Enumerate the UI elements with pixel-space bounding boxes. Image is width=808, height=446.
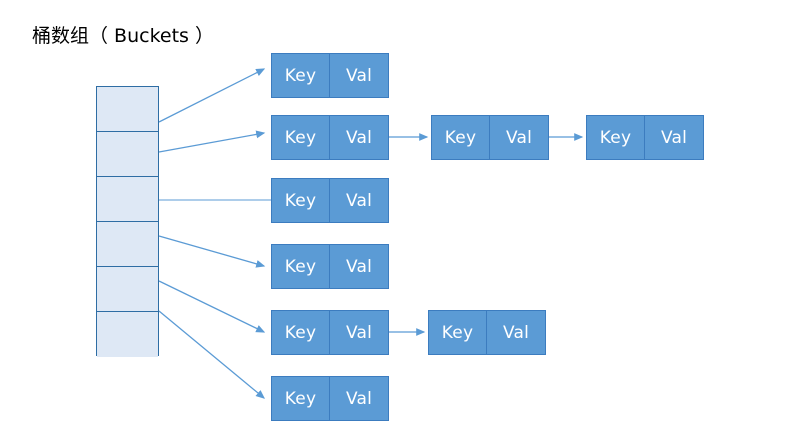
node-key-label: Key: [272, 245, 330, 288]
bucket-array: [96, 86, 159, 357]
node-key-label: Key: [587, 116, 645, 159]
page-title: 桶数组（ Buckets ）: [32, 25, 214, 47]
node-key-label: Key: [429, 311, 487, 354]
node-key-label: Key: [272, 179, 330, 222]
chain-1-node-1[interactable]: Key Val: [431, 115, 549, 160]
chain-1-node-0[interactable]: Key Val: [271, 115, 389, 160]
bucket-cell-5[interactable]: [97, 312, 158, 357]
node-key-label: Key: [272, 116, 330, 159]
connector-bucket5-to-chain5: [158, 310, 266, 399]
node-val-label: Val: [345, 322, 373, 343]
connector-bucket1-to-chain1: [158, 130, 266, 153]
chain-2-node-0[interactable]: Key Val: [271, 178, 389, 223]
bucket-cell-3[interactable]: [97, 222, 158, 267]
node-val-label: Val: [345, 190, 373, 211]
node-key-label: Key: [272, 54, 330, 97]
connector-bucket3-to-chain3: [158, 235, 266, 268]
chain-3-node-0[interactable]: Key Val: [271, 244, 389, 289]
node-key-label: Key: [432, 116, 490, 159]
chain-4-node-1[interactable]: Key Val: [428, 310, 546, 355]
bucket-cell-2[interactable]: [97, 177, 158, 222]
bucket-cell-1[interactable]: [97, 132, 158, 177]
node-val-label: Val: [345, 256, 373, 277]
connector-bucket0-to-chain0: [158, 68, 266, 123]
node-val-label: Val: [345, 388, 373, 409]
bucket-cell-0[interactable]: [97, 87, 158, 132]
node-val-label: Val: [660, 127, 688, 148]
chain-1-node-2[interactable]: Key Val: [586, 115, 704, 160]
bucket-cell-4[interactable]: [97, 267, 158, 312]
node-key-label: Key: [272, 377, 330, 420]
chain-5-node-0[interactable]: Key Val: [271, 376, 389, 421]
node-val-label: Val: [502, 322, 530, 343]
node-val-label: Val: [505, 127, 533, 148]
chain-4-node-0[interactable]: Key Val: [271, 310, 389, 355]
chain-0-node-0[interactable]: Key Val: [271, 53, 389, 98]
node-key-label: Key: [272, 311, 330, 354]
node-val-label: Val: [345, 127, 373, 148]
node-val-label: Val: [345, 65, 373, 86]
connector-bucket4-to-chain4: [158, 280, 266, 333]
